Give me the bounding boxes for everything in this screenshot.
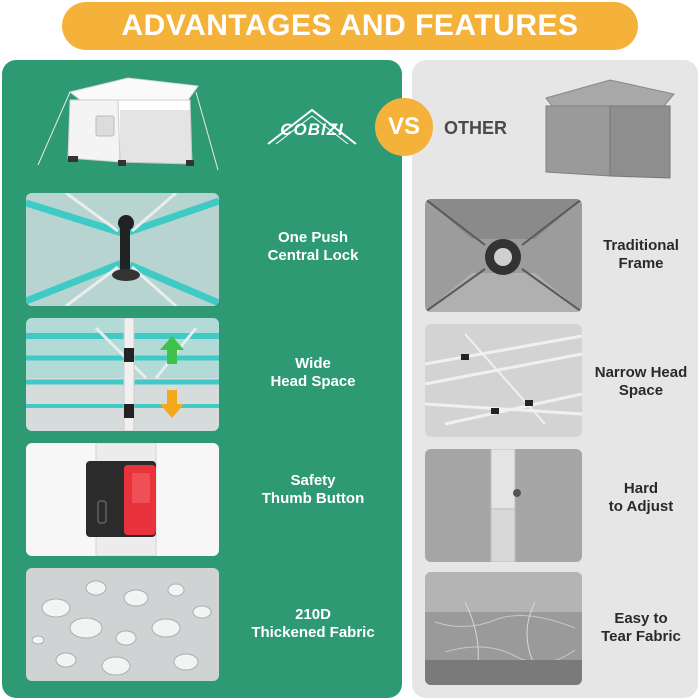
page-title: ADVANTAGES AND FEATURES (62, 2, 638, 50)
thumb-button-photo (26, 443, 219, 556)
feature-head-space-label: Wide Head Space (270, 355, 356, 390)
narrow-head-space-photo (425, 324, 582, 437)
fabric-photo (26, 568, 219, 681)
other-head-space-label: Narrow Head Space (594, 364, 688, 399)
other-label: OTHER (444, 118, 507, 138)
traditional-frame-photo (425, 199, 582, 312)
cobizi-logo: COBIZI (262, 104, 362, 148)
cobizi-tent-image (28, 70, 228, 180)
tear-fabric-photo (425, 572, 582, 685)
vs-badge: VS (375, 98, 433, 156)
other-fabric-label: Easy to Tear Fabric (601, 610, 681, 645)
other-tent-image (540, 76, 680, 184)
central-lock-photo (26, 193, 219, 306)
other-frame-label: Traditional Frame (603, 237, 679, 272)
feature-thumb-button-label: Safety Thumb Button (261, 472, 365, 507)
feature-central-lock-label: One Push Central Lock (267, 229, 359, 264)
feature-fabric-label: 210D Thickened Fabric (251, 606, 375, 641)
head-space-photo (26, 318, 219, 431)
hard-to-adjust-photo (425, 449, 582, 562)
other-adjust-label: Hard to Adjust (608, 480, 674, 515)
brand-name: COBIZI (280, 120, 344, 139)
